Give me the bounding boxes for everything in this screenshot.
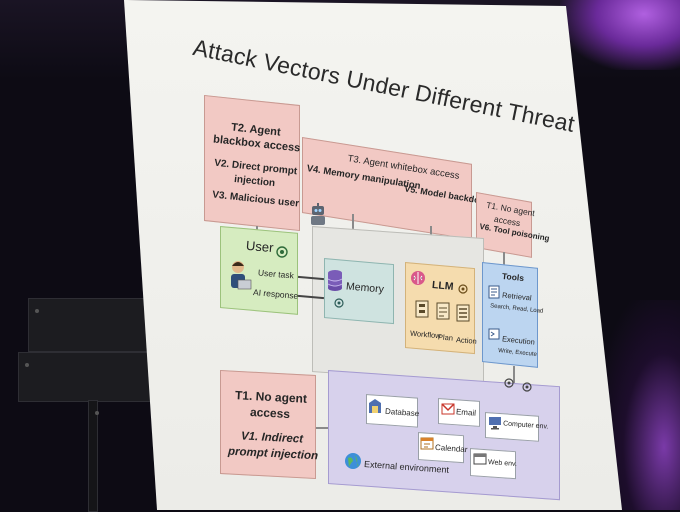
retrieval-icon (488, 285, 500, 299)
robot-icon (311, 203, 325, 225)
threat-box-t1-bottom (220, 370, 316, 480)
openai-icon (334, 298, 344, 308)
execution-icon (488, 328, 500, 340)
plan-label: Plan (437, 332, 454, 343)
openai-icon (504, 378, 514, 388)
user-label: User (245, 237, 275, 256)
openai-icon (458, 284, 468, 294)
brain-icon (411, 271, 425, 285)
speaker-stand (88, 400, 99, 512)
tools-label: Tools (501, 270, 525, 284)
openai-icon (522, 382, 532, 392)
openai-icon (276, 246, 288, 258)
t1-bottom-line2: access (249, 404, 291, 422)
computer-icon (489, 417, 501, 430)
plan-icon (436, 302, 450, 320)
workflow-icon (415, 300, 429, 318)
person-icon (231, 261, 252, 290)
action-icon (456, 304, 470, 322)
llm-label: LLM (431, 279, 455, 293)
email-icon (441, 403, 455, 415)
database-icon (369, 399, 381, 413)
web-browser-icon (473, 453, 487, 465)
connector-t1-tools (503, 252, 505, 266)
action-label: Action (455, 335, 478, 346)
connector-t1-env (316, 427, 330, 429)
email-label: Email (455, 407, 477, 418)
calendar-icon (420, 437, 434, 450)
connector-tools-env (513, 366, 515, 388)
speaker-bottom (18, 352, 170, 402)
ceiling-light (560, 0, 680, 70)
globe-icon (345, 453, 361, 469)
database-stack-icon (327, 270, 343, 291)
